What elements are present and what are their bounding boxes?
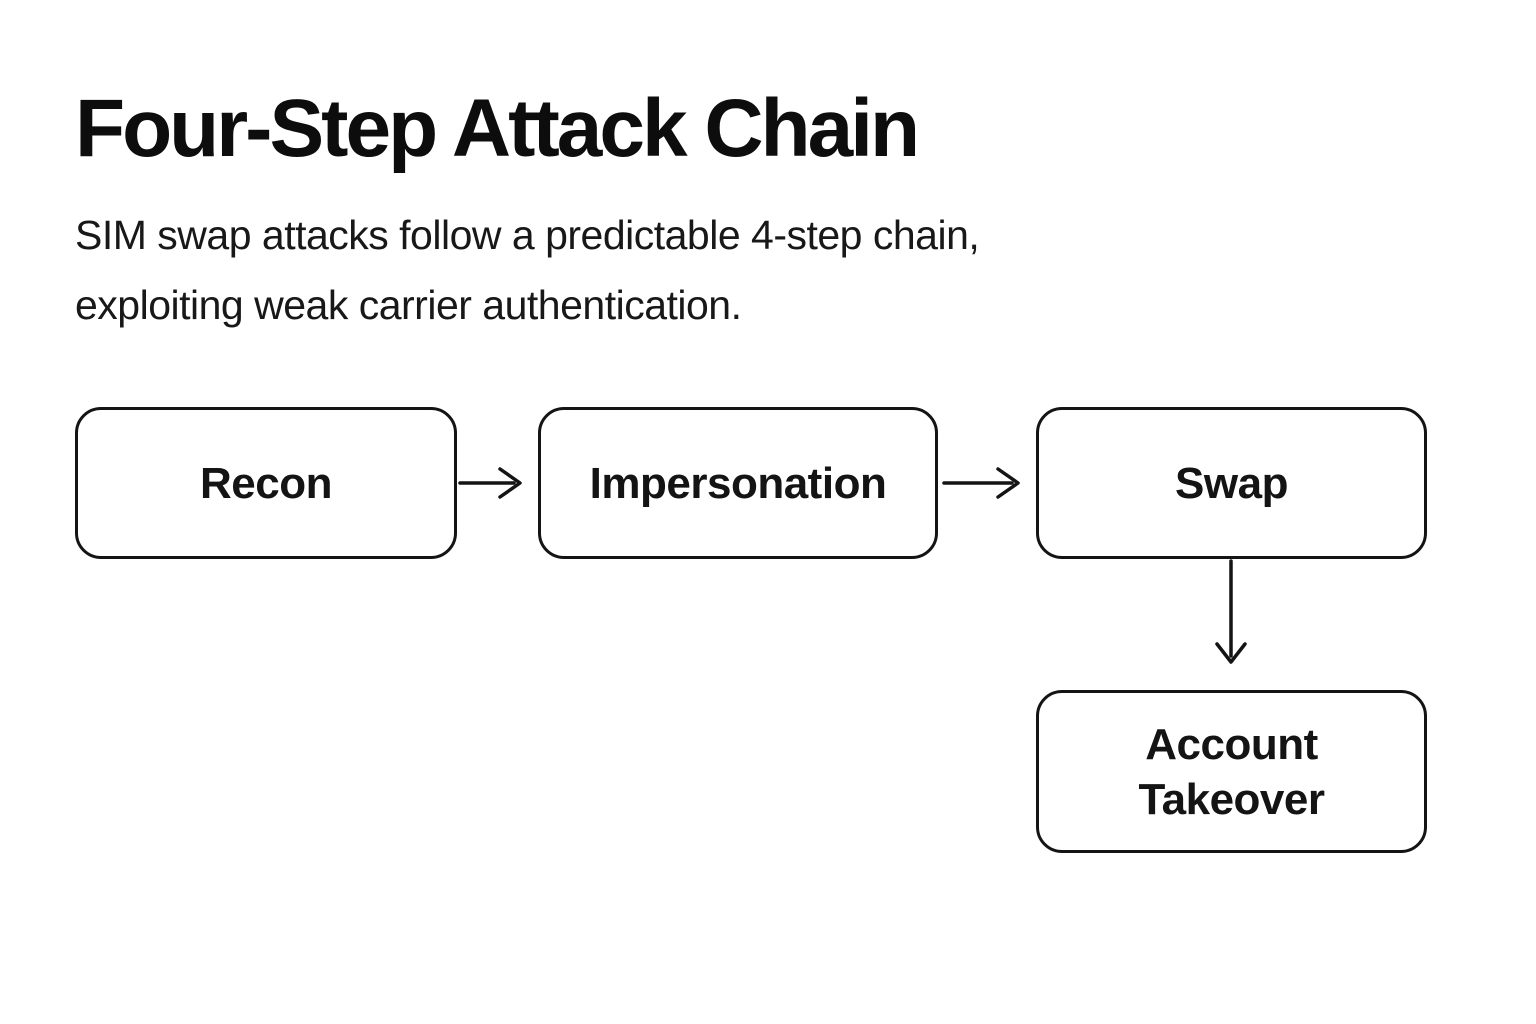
- subtitle-line-2: exploiting weak carrier authentication.: [75, 282, 742, 328]
- arrow-recon-to-impersonation: [458, 467, 522, 499]
- arrow-swap-to-account-takeover: [1215, 559, 1247, 664]
- page-subtitle: SIM swap attacks follow a predictable 4-…: [75, 200, 980, 340]
- flow-node-recon-label: Recon: [200, 458, 332, 508]
- flow-node-swap: Swap: [1036, 407, 1427, 559]
- flow-node-account-takeover-label: Account Takeover: [1138, 719, 1325, 824]
- flow-node-recon: Recon: [75, 407, 457, 559]
- arrow-impersonation-to-swap: [942, 467, 1020, 499]
- flow-node-account-takeover: Account Takeover: [1036, 690, 1427, 853]
- page-title: Four-Step Attack Chain: [75, 83, 920, 174]
- flow-node-swap-label: Swap: [1175, 458, 1288, 508]
- flow-node-impersonation-label: Impersonation: [589, 458, 887, 508]
- flow-node-impersonation: Impersonation: [538, 407, 938, 559]
- subtitle-line-1: SIM swap attacks follow a predictable 4-…: [75, 212, 980, 258]
